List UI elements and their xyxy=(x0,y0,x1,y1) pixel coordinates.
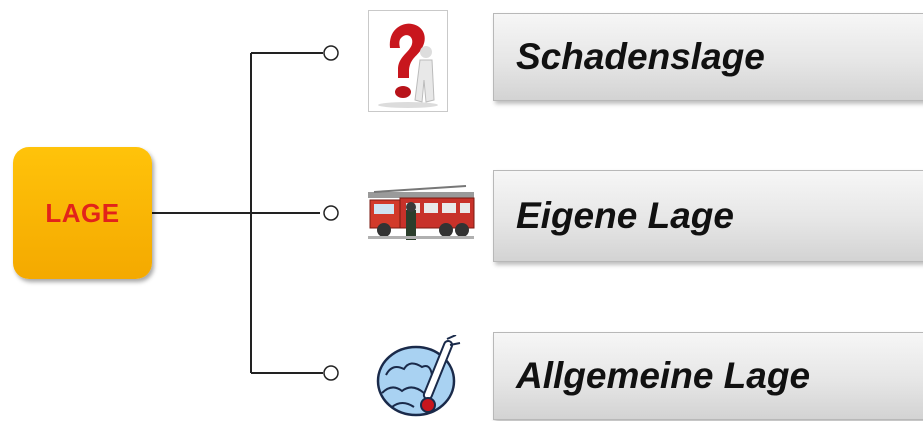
root-node-label: LAGE xyxy=(45,197,120,228)
root-node-lage[interactable]: LAGE xyxy=(13,147,152,279)
branch-box-schadenslage[interactable]: Schadenslage xyxy=(493,13,923,101)
connector-node-1 xyxy=(323,45,339,61)
branch-box-allgemeine-lage[interactable]: Allgemeine Lage xyxy=(493,332,923,420)
branch-label-schadenslage: Schadenslage xyxy=(516,36,765,77)
connector-node-2 xyxy=(323,205,339,221)
branch-box-eigene-lage[interactable]: Eigene Lage xyxy=(493,170,923,262)
connector-node-3 xyxy=(323,365,339,381)
branch-label-eigene-lage: Eigene Lage xyxy=(516,195,734,236)
question-mark-icon xyxy=(368,10,448,112)
weather-thermometer-icon xyxy=(372,335,464,421)
branch-label-allgemeine-lage: Allgemeine Lage xyxy=(516,355,811,396)
fire-truck-icon xyxy=(366,180,478,250)
